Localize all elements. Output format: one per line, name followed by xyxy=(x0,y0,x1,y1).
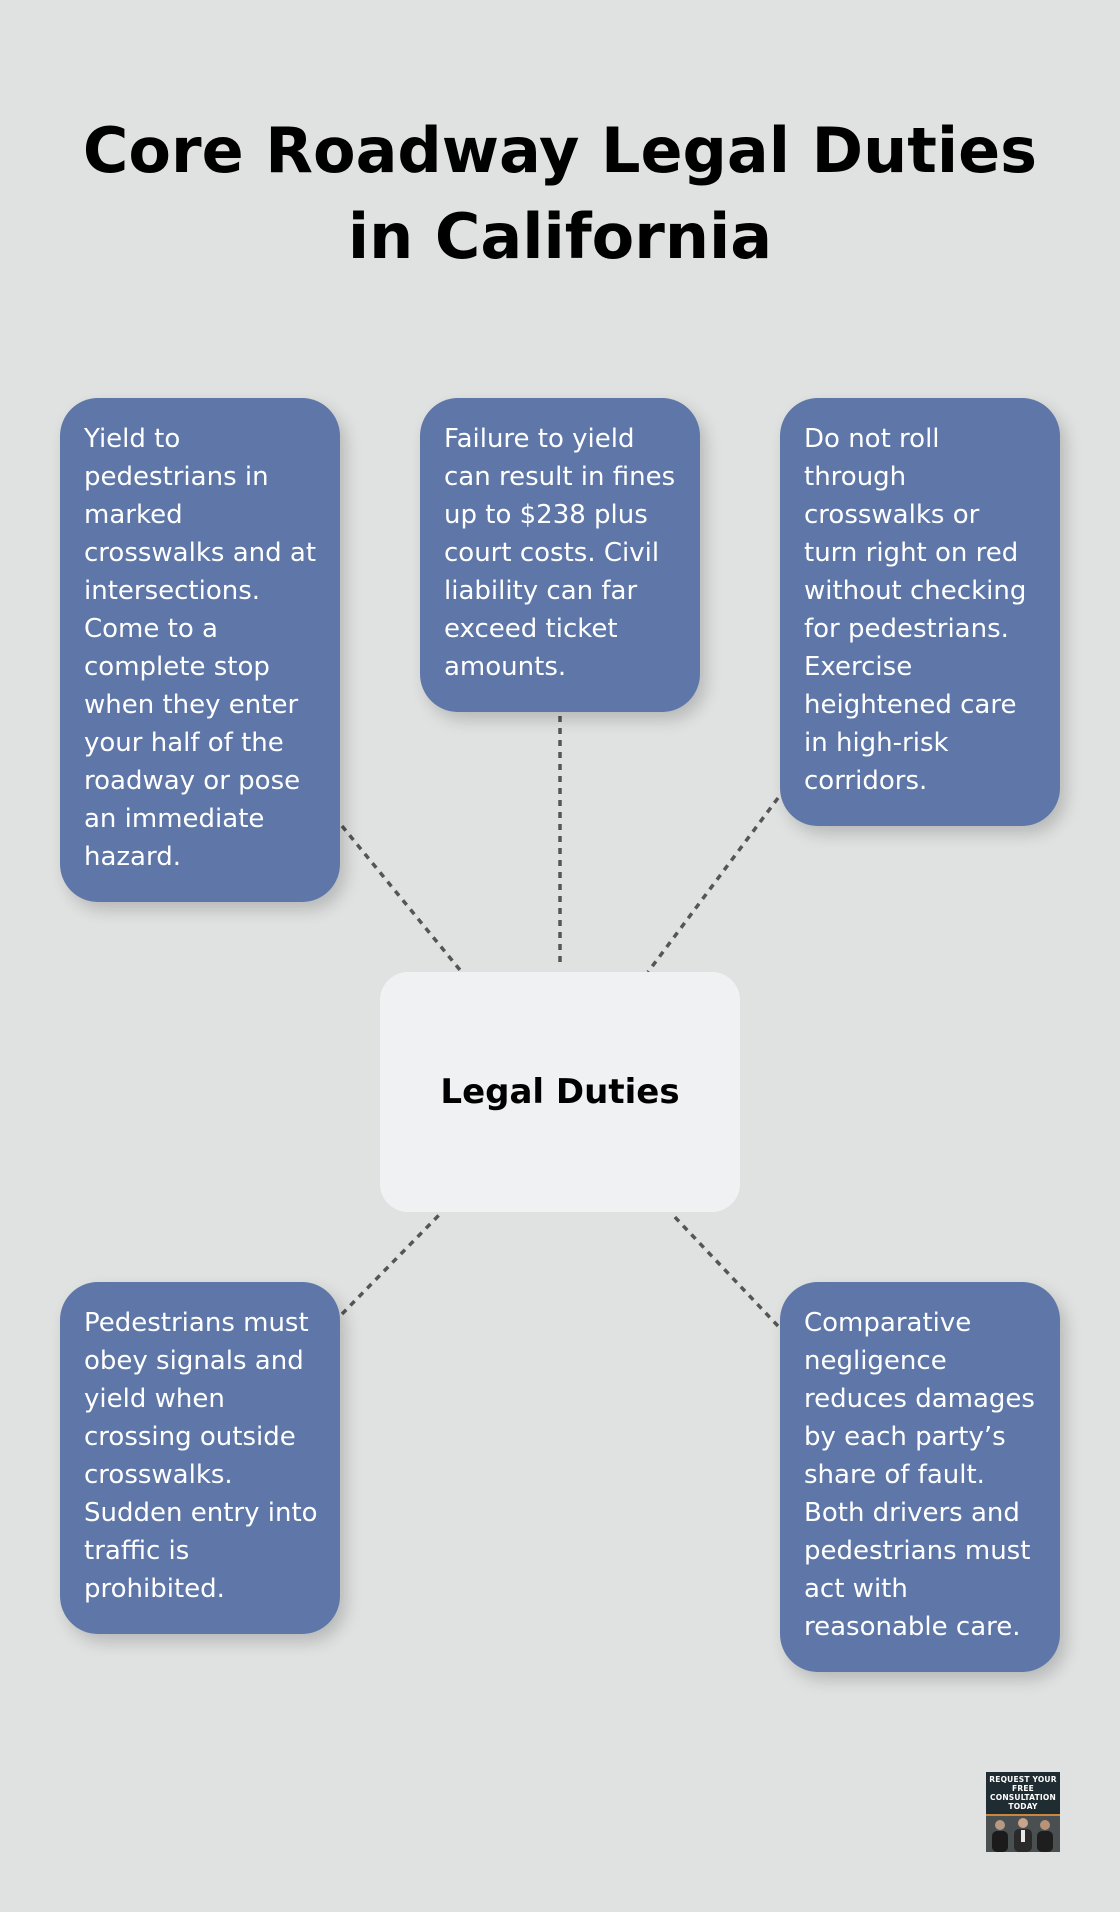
connector-comparative-negligence xyxy=(670,1212,780,1328)
page-title: Core Roadway Legal Duties in California xyxy=(82,114,1038,273)
connector-no-rolling xyxy=(646,796,780,974)
connector-pedestrian-duties xyxy=(340,1212,442,1316)
connector-driver-yield xyxy=(340,824,462,972)
card-driver-yield: Yield to pedestrians in marked crosswalk… xyxy=(60,398,340,902)
card-no-rolling: Do not roll through crosswalks or turn r… xyxy=(780,398,1060,826)
card-comparative-negligence: Comparative negligence reduces damages b… xyxy=(780,1282,1060,1672)
center-label: Legal Duties xyxy=(440,1072,680,1112)
card-pedestrian-duties: Pedestrians must obey signals and yield … xyxy=(60,1282,340,1634)
badge-text: REQUEST YOUR FREE CONSULTATION TODAY xyxy=(989,1775,1057,1811)
consultation-badge[interactable]: REQUEST YOUR FREE CONSULTATION TODAY xyxy=(986,1772,1060,1852)
attorneys-photo-icon xyxy=(986,1814,1060,1852)
center-node: Legal Duties xyxy=(380,972,740,1212)
card-penalties: Failure to yield can result in fines up … xyxy=(420,398,700,712)
